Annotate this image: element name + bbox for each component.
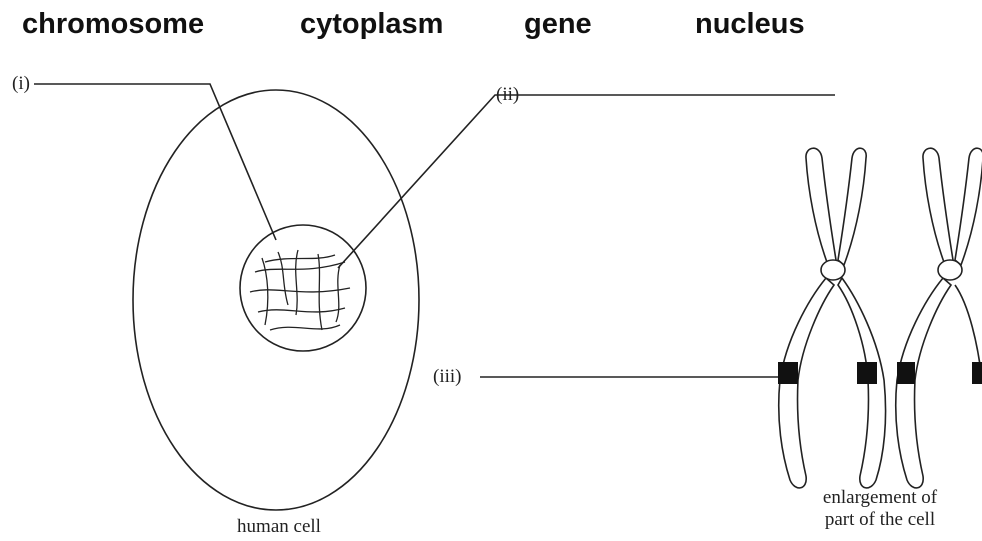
chromosome-threads xyxy=(250,250,350,330)
leader-line-ii xyxy=(338,95,835,268)
caption-enlargement: enlargement of part of the cell xyxy=(790,487,970,531)
caption-enlargement-line2: part of the cell xyxy=(790,509,970,531)
caption-human-cell: human cell xyxy=(214,516,344,538)
gene-band-left-a xyxy=(778,362,798,384)
gene-band-right-a xyxy=(897,362,915,384)
cell-membrane xyxy=(133,90,419,510)
gene-band-right-b xyxy=(972,362,982,384)
leader-line-i xyxy=(34,84,276,240)
label-ii: (ii) xyxy=(496,84,519,106)
label-i: (i) xyxy=(12,73,30,95)
chromosome-right xyxy=(896,148,982,488)
chromosome-left xyxy=(778,148,886,488)
label-iii: (iii) xyxy=(433,366,462,388)
caption-enlargement-line1: enlargement of xyxy=(790,487,970,509)
gene-band-left-b xyxy=(857,362,877,384)
